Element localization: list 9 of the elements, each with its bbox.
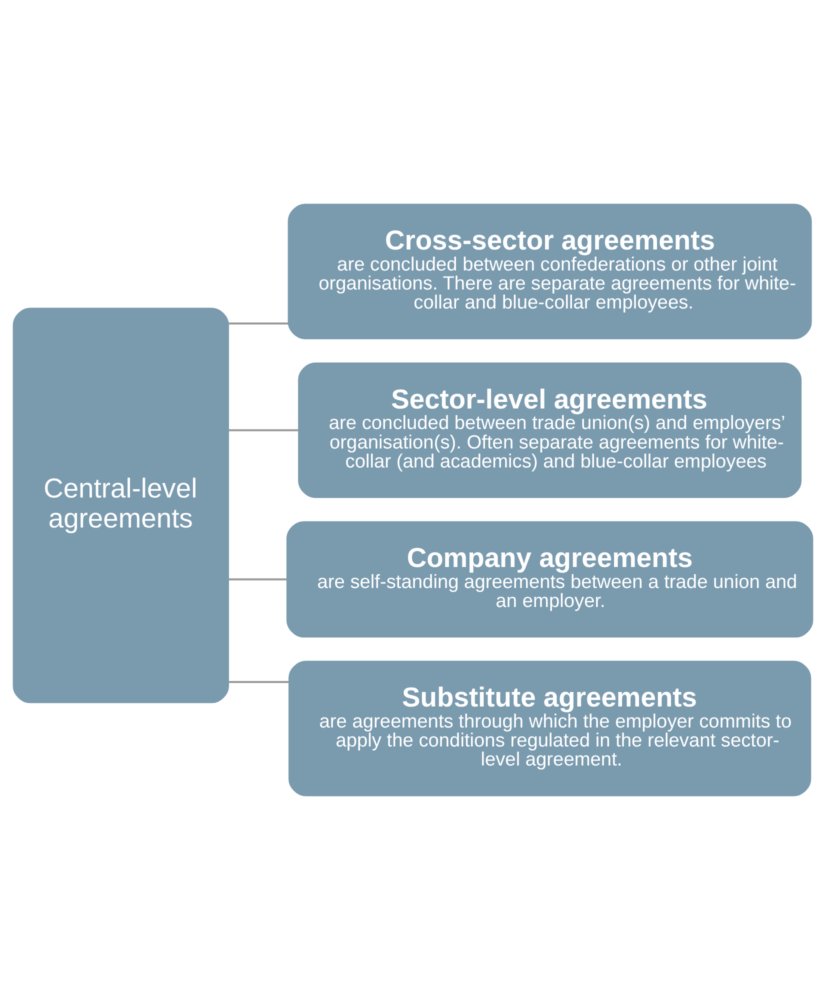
connector (228, 578, 288, 580)
node-box: Substitute agreements are agreements through which the employer commits to apply the conditions regulated in the relevant sector-level agreement. (288, 660, 812, 796)
node-box: Central-level agreements (12, 308, 229, 704)
connector (228, 680, 290, 683)
node-box: Company agreements are self-standing agreements between a trade union and an employer. (286, 521, 814, 638)
connector (228, 429, 299, 432)
node-box: Cross-sector agreements are concluded between confederations or other joint organisations. There are separate agreements for white-collar and blue-collar employees. (288, 204, 812, 340)
node-box: Sector-level agreements are concluded between trade union(s) and employers’ organisation(s). Often separate agreements for white-collar (and academics) and blue-collar employees (298, 362, 802, 498)
connector (228, 322, 288, 325)
